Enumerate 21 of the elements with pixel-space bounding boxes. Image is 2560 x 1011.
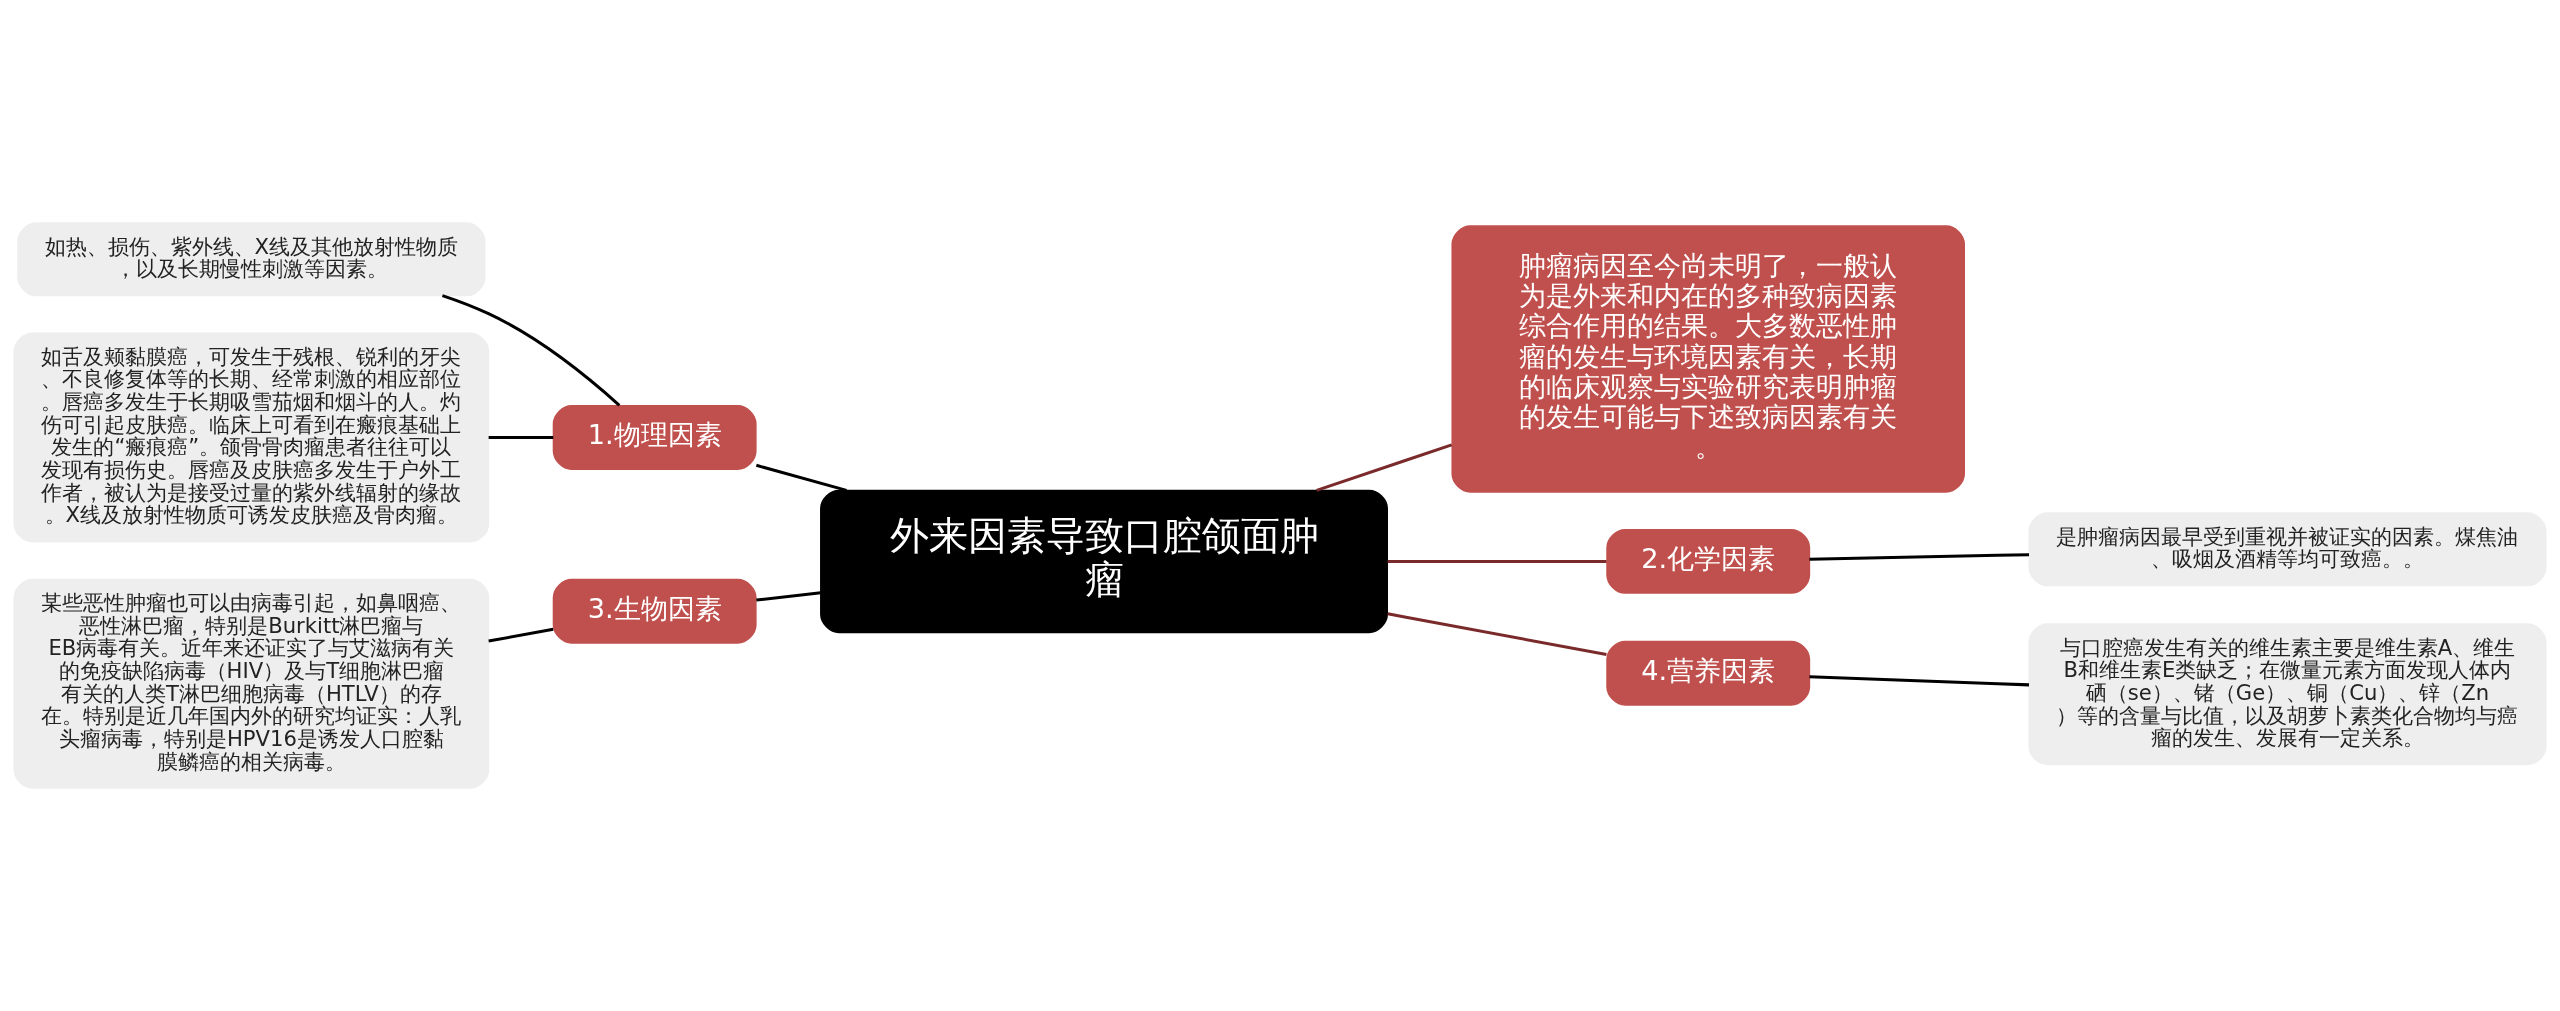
node-box: 2.化学因素 xyxy=(1606,528,1811,594)
connector xyxy=(488,436,554,440)
connector xyxy=(756,591,821,602)
node-box: 4.营养因素 xyxy=(1606,640,1811,706)
connector xyxy=(1316,443,1453,492)
node-box: 肿瘤病因至今尚未明了，一般认为是外来和内在的多种致病因素综合作用的结果。大多数恶性肿瘤的发生与环境因素有关，长期的临床观察与实验研究表明肿瘤的发生可能与下述致病因素有关。 xyxy=(1451,225,1965,493)
node-box: 3.生物因素 xyxy=(552,578,757,644)
connector xyxy=(441,294,621,407)
connector xyxy=(1809,553,2030,561)
connector xyxy=(1387,559,1607,563)
connector xyxy=(1387,612,1607,656)
node-box: 1.物理因素 xyxy=(552,405,757,470)
node-box: 如舌及颊黏膜癌，可发生于残根、锐利的牙尖、不良修复体等的长期、经常刺激的相应部位。唇癌多发生于长期吸雪茄烟和烟斗的人。灼伤可引起皮肤癌。临床上可看到在瘢痕基础上发生的“瘢痕癌”。颌骨骨肉瘤患者往往可以发现有损伤史。唇癌及皮肤癌多发生于户外工作者，被认为是接受过量的紫外线辐射的缘故。X线及放射性物质可诱发皮肤癌及骨肉瘤。 xyxy=(13,332,490,543)
node-box: 如热、损伤、紫外线、X线及其他放射性物质，以及长期慢性刺激等因素。 xyxy=(17,222,486,297)
connector xyxy=(488,627,554,643)
connector xyxy=(1809,675,2030,687)
node-box: 外来因素导致口腔颌面肿瘤 xyxy=(820,489,1388,634)
connector xyxy=(755,463,847,492)
node-box: 与口腔癌发生有关的维生素主要是维生素A、维生B和维生素E类缺乏；在微量元素方面发现人体内硒（se）、锗（Ge）、铜（Cu）、锌（Zn）等的含量与比值，以及胡萝卜素类化合物均与癌瘤的发生、发展有一定关系。 xyxy=(2028,623,2547,766)
node-box: 是肿瘤病因最早受到重视并被证实的因素。煤焦油、吸烟及酒精等均可致癌。。 xyxy=(2028,512,2547,587)
node-box: 某些恶性肿瘤也可以由病毒引起，如鼻咽癌、恶性淋巴瘤，特别是Burkitt淋巴瘤与EB病毒有关。近年来还证实了与艾滋病有关的免疫缺陷病毒（HIV）及与T细胞淋巴瘤有关的人类T淋巴细胞病毒（HTLV）的存在。特别是近几年国内外的研究均证实：人乳头瘤病毒，特别是HPV16是诱发人口腔黏膜鳞癌的相关病毒。 xyxy=(13,578,490,789)
